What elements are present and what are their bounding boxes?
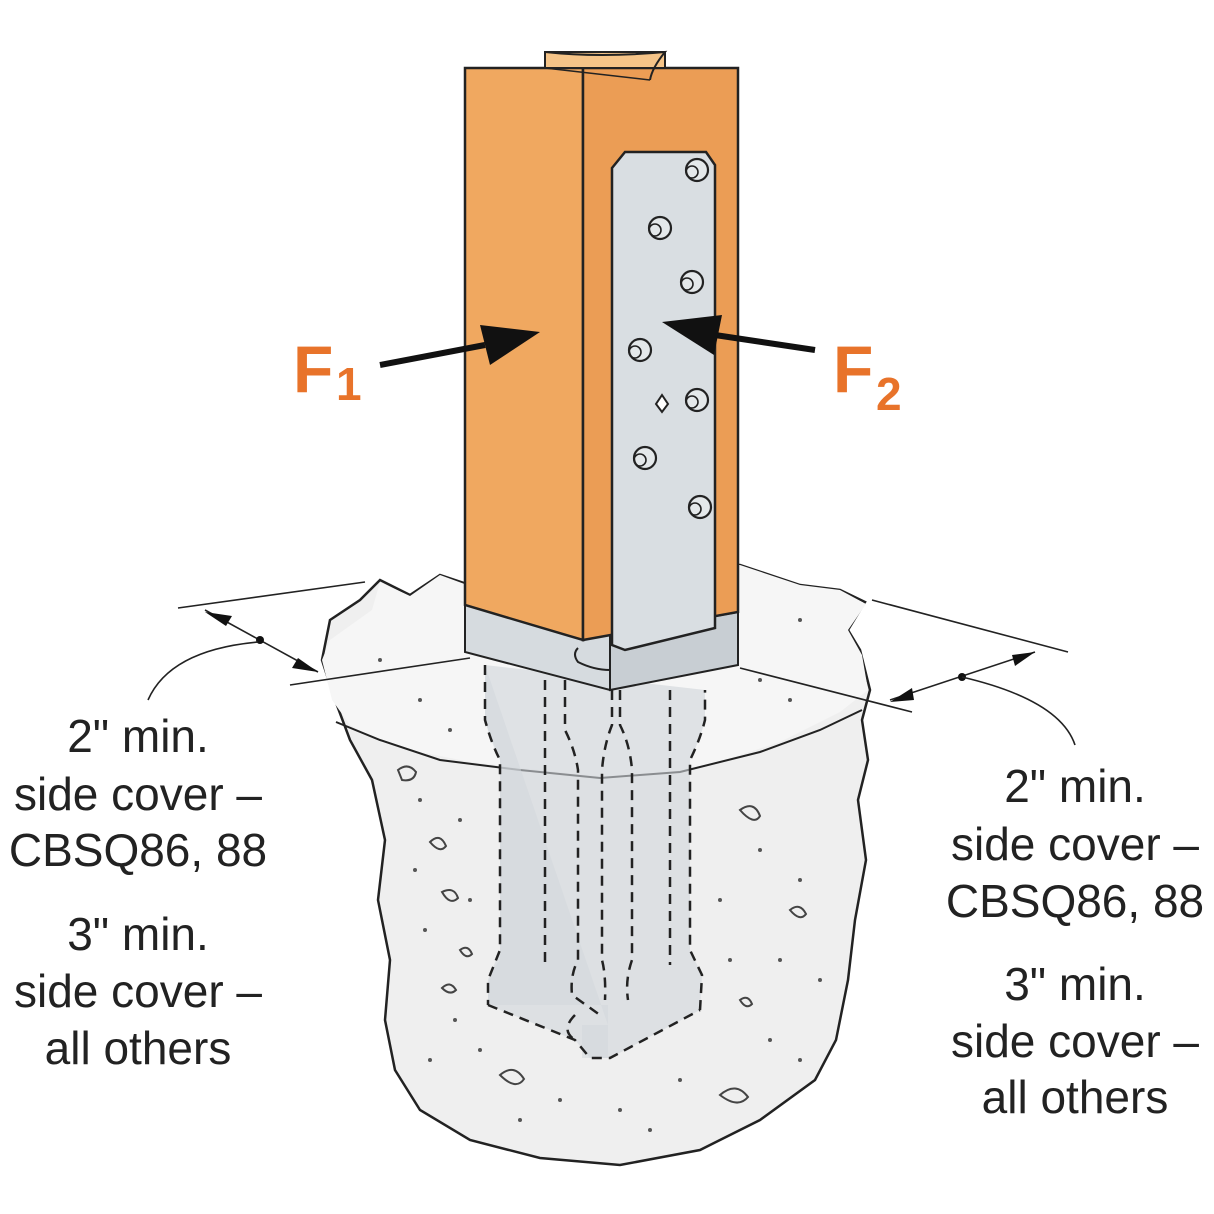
force-1-letter: F (293, 332, 333, 406)
left-label-line-1: 2" min. (67, 710, 209, 762)
left-label-line-5: side cover – (14, 965, 262, 1017)
embedded-anchor (483, 665, 707, 1060)
force-label-2: F 2 (833, 332, 902, 420)
right-label-line-1: 2" min. (1004, 760, 1146, 812)
force-arrow-1 (379, 325, 540, 368)
left-label-line-2: side cover – (14, 768, 262, 820)
force-2-subscript: 2 (876, 368, 902, 420)
force-1-subscript: 1 (336, 358, 362, 410)
right-label-line-5: side cover – (951, 1015, 1199, 1067)
right-label-line-6: all others (982, 1071, 1169, 1123)
steel-strap (610, 150, 717, 652)
force-arrow-2 (662, 315, 816, 355)
dimension-left (147, 581, 471, 701)
left-label-line-4: 3" min. (67, 908, 209, 960)
dimension-right (739, 599, 1076, 746)
left-label-line-6: all others (45, 1022, 232, 1074)
force-2-letter: F (833, 332, 873, 406)
left-cover-label: 2" min. side cover – CBSQ86, 88 3" min. … (9, 710, 267, 1074)
right-label-line-3: CBSQ86, 88 (946, 875, 1204, 927)
right-label-line-2: side cover – (951, 818, 1199, 870)
left-label-line-3: CBSQ86, 88 (9, 824, 267, 876)
right-label-line-4: 3" min. (1004, 958, 1146, 1010)
force-label-1: F 1 (293, 332, 362, 410)
right-cover-label: 2" min. side cover – CBSQ86, 88 3" min. … (946, 760, 1204, 1123)
